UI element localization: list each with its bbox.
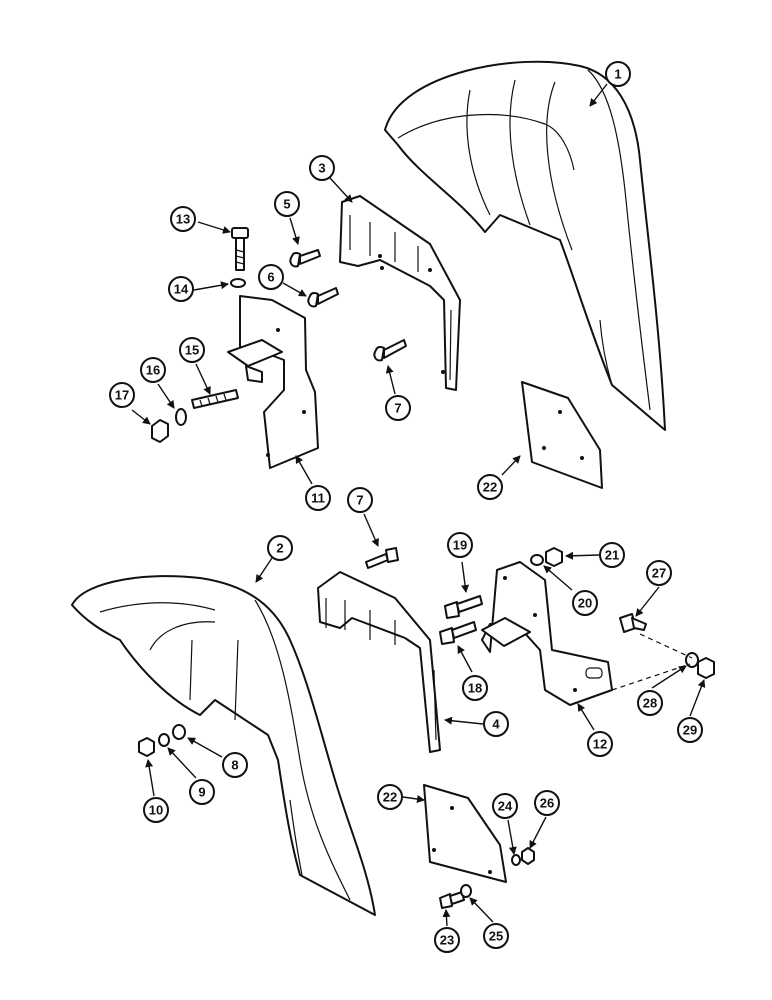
bolt-part-7-upper: [373, 339, 407, 362]
bolt-part-7-lower: [365, 547, 399, 569]
callout-7-upper: 7: [385, 395, 411, 421]
callout-8: 8: [222, 752, 248, 778]
callout-22-upper: 22: [477, 474, 503, 500]
callout-26: 26: [534, 790, 560, 816]
callout-28: 28: [637, 690, 663, 716]
svg-text:3: 3: [318, 161, 325, 176]
callout-3: 3: [309, 155, 335, 181]
svg-text:8: 8: [231, 758, 238, 773]
callout-14: 14: [168, 276, 194, 302]
svg-text:6: 6: [267, 270, 274, 285]
svg-text:28: 28: [643, 696, 657, 711]
svg-text:1: 1: [614, 67, 621, 82]
nut-part-29: [697, 657, 715, 679]
svg-text:20: 20: [578, 596, 592, 611]
callout-1: 1: [605, 61, 631, 87]
callout-19: 19: [447, 532, 473, 558]
callout-2: 2: [267, 535, 293, 561]
svg-text:15: 15: [185, 343, 199, 358]
svg-text:19: 19: [453, 538, 467, 553]
svg-text:29: 29: [683, 723, 697, 738]
svg-text:17: 17: [115, 388, 129, 403]
leader-lines: [131, 83, 706, 927]
upper-fender-part-1: [384, 60, 666, 431]
washer-part-20: [530, 554, 544, 566]
svg-text:10: 10: [149, 803, 163, 818]
callout-18: 18: [462, 675, 488, 701]
nut-part-10: [138, 737, 155, 757]
callout-23: 23: [434, 927, 460, 953]
svg-text:5: 5: [283, 197, 290, 212]
bolt-part-5: [289, 249, 321, 268]
nut-part-26: [521, 847, 535, 865]
callout-10: 10: [143, 797, 169, 823]
callout-16: 16: [140, 357, 166, 383]
bolt-part-6: [307, 287, 339, 308]
svg-text:2: 2: [276, 541, 283, 556]
callout-27: 27: [646, 560, 672, 586]
plate-part-22-lower: [423, 784, 507, 883]
washer-part-8: [172, 724, 186, 740]
upper-bracket-part-3: [339, 195, 461, 391]
stud-part-15: [191, 389, 239, 409]
bolt-part-23: [439, 891, 465, 909]
callout-6: 6: [258, 264, 284, 290]
svg-text:7: 7: [394, 401, 401, 416]
nut-part-17: [151, 419, 169, 443]
support-bracket-part-12: [481, 561, 613, 706]
callout-5: 5: [274, 191, 300, 217]
svg-text:24: 24: [498, 799, 513, 814]
callout-12: 12: [587, 731, 613, 757]
svg-text:21: 21: [605, 548, 619, 563]
lower-bracket-part-4: [317, 571, 441, 753]
svg-text:16: 16: [146, 363, 160, 378]
callout-17: 17: [109, 382, 135, 408]
svg-text:14: 14: [174, 282, 189, 297]
bolt-part-19: [444, 595, 483, 619]
washer-part-25: [460, 884, 472, 898]
svg-text:13: 13: [176, 212, 190, 227]
callout-25: 25: [483, 923, 509, 949]
callout-22-lower: 22: [377, 784, 403, 810]
svg-text:22: 22: [483, 480, 497, 495]
svg-text:25: 25: [489, 929, 503, 944]
washer-part-9: [158, 733, 170, 747]
washer-part-14: [230, 278, 246, 288]
callout-11: 11: [305, 485, 331, 511]
plate-part-22-upper: [521, 381, 603, 489]
nut-part-21: [545, 547, 563, 567]
svg-text:7: 7: [356, 493, 363, 508]
bolt-part-13: [231, 227, 249, 271]
washer-part-16: [175, 408, 187, 426]
callout-13: 13: [170, 206, 196, 232]
svg-text:22: 22: [383, 790, 397, 805]
callout-7-lower: 7: [347, 487, 373, 513]
svg-text:4: 4: [492, 717, 500, 732]
svg-text:27: 27: [652, 566, 666, 581]
callout-21: 21: [599, 542, 625, 568]
callout-29: 29: [677, 717, 703, 743]
svg-text:18: 18: [468, 681, 482, 696]
svg-text:23: 23: [440, 933, 454, 948]
bolt-part-18: [439, 621, 477, 645]
svg-text:26: 26: [540, 796, 554, 811]
svg-text:12: 12: [593, 737, 607, 752]
svg-text:9: 9: [198, 785, 205, 800]
lower-fender-part-2: [71, 575, 376, 916]
callout-20: 20: [572, 590, 598, 616]
callout-9: 9: [189, 779, 215, 805]
washer-part-28: [685, 652, 699, 668]
support-bracket-part-11: [227, 295, 319, 469]
assembly-line: [639, 633, 693, 659]
washer-part-24: [511, 854, 521, 866]
callout-4: 4: [483, 711, 509, 737]
svg-text:11: 11: [311, 491, 325, 506]
callout-15: 15: [179, 337, 205, 363]
assembly-line: [611, 663, 691, 691]
callout-24: 24: [492, 793, 518, 819]
bolt-part-27: [619, 613, 647, 633]
